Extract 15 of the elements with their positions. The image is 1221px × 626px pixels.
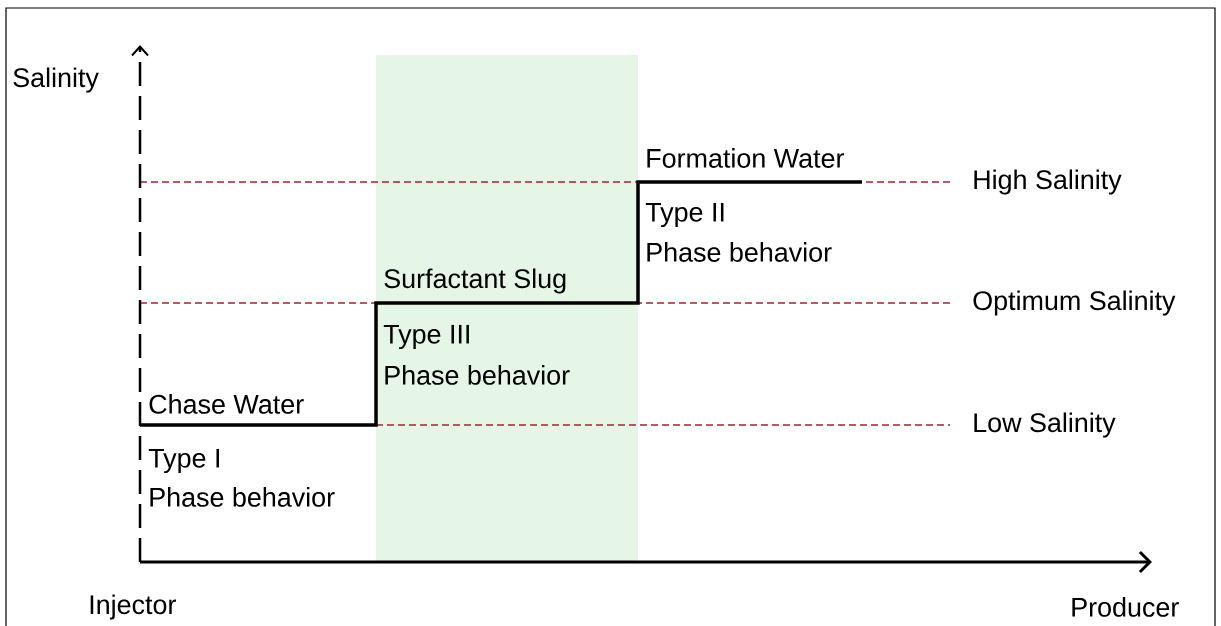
phase-label: Phase behavior [150, 487, 335, 507]
level-label: Low Salinity [974, 412, 1116, 438]
phase-label: Type II [645, 202, 724, 228]
level-label: High Salinity [974, 169, 1122, 195]
phase-label: Phase behavior [647, 242, 832, 262]
phase-label: Type I [148, 448, 219, 474]
phase-label: Type III [383, 324, 469, 350]
region-label: Surfactant Slug [384, 268, 566, 294]
region-label: Chase Water [149, 394, 304, 414]
region-label: Formation Water [647, 148, 845, 168]
axis-label: Salinity [13, 67, 99, 93]
level-label: Optimum Salinity [973, 290, 1176, 316]
axis-label: Injector [90, 594, 176, 620]
axis-label: Producer [1072, 597, 1179, 617]
phase-label: Phase behavior [385, 365, 570, 385]
